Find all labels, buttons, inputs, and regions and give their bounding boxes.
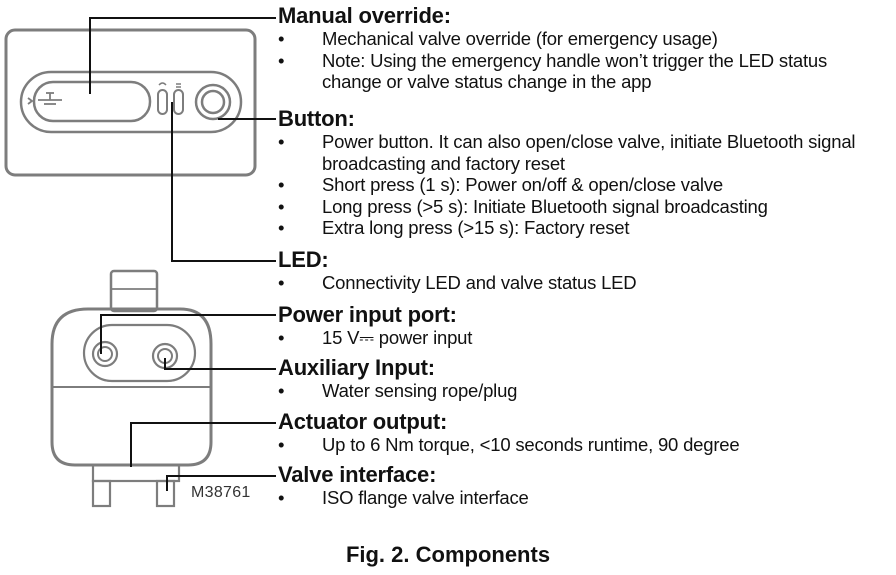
power-button[interactable] bbox=[194, 83, 232, 121]
leader-led bbox=[171, 102, 276, 262]
list-item: Short press (1 s): Power on/off & open/c… bbox=[278, 174, 896, 196]
led-indicator bbox=[157, 82, 184, 115]
list-item: Up to 6 Nm torque, <10 seconds runtime, … bbox=[278, 434, 878, 456]
top-connector bbox=[109, 269, 159, 313]
port-panel bbox=[82, 323, 197, 383]
actuator-output-bracket bbox=[91, 463, 181, 483]
leader-power-input bbox=[100, 314, 276, 354]
list-item: Mechanical valve override (for emergency… bbox=[278, 28, 878, 50]
heading-actuator-output: Actuator output: bbox=[278, 409, 448, 434]
leader-actuator-output bbox=[130, 422, 276, 467]
leader-valve-interface bbox=[166, 475, 276, 491]
section-power-input-port: Power input port: 15 V⎓ power input bbox=[278, 303, 878, 349]
heading-valve-interface: Valve interface: bbox=[278, 462, 437, 487]
section-button: Button: Power button. It can also open/c… bbox=[278, 107, 896, 239]
list-item: Connectivity LED and valve status LED bbox=[278, 272, 878, 294]
heading-manual-override: Manual override: bbox=[278, 3, 451, 28]
leader-lines bbox=[89, 17, 276, 491]
list-auxiliary-input: Water sensing rope/plug bbox=[278, 380, 878, 402]
list-item: ISO flange valve interface bbox=[278, 487, 878, 509]
power-button-inner bbox=[200, 89, 226, 115]
list-power-input-port: 15 V⎓ power input bbox=[278, 327, 878, 349]
control-panel bbox=[19, 70, 243, 134]
figure-caption: Fig. 2. Components bbox=[345, 542, 551, 567]
valve-interface-leg-right bbox=[155, 479, 176, 508]
list-button: Power button. It can also open/close val… bbox=[278, 131, 896, 239]
list-led: Connectivity LED and valve status LED bbox=[278, 272, 878, 294]
list-item: Water sensing rope/plug bbox=[278, 380, 878, 402]
section-actuator-output: Actuator output: Up to 6 Nm torque, <10 … bbox=[278, 410, 878, 456]
model-code: M38761 bbox=[191, 484, 251, 501]
heading-auxiliary-input: Auxiliary Input: bbox=[278, 355, 435, 380]
section-led: LED: Connectivity LED and valve status L… bbox=[278, 248, 878, 294]
manual-override-slot bbox=[32, 80, 152, 123]
device-front-outline bbox=[50, 307, 213, 467]
section-manual-override: Manual override: Mechanical valve overri… bbox=[278, 4, 878, 93]
valve-symbol-icon bbox=[27, 92, 62, 105]
list-item: Note: Using the emergency handle won’t t… bbox=[278, 50, 878, 93]
device-top-outline bbox=[4, 28, 257, 177]
list-valve-interface: ISO flange valve interface bbox=[278, 487, 878, 509]
list-item: 15 V⎓ power input bbox=[278, 327, 878, 349]
section-valve-interface: Valve interface: ISO flange valve interf… bbox=[278, 463, 878, 509]
valve-interface-leg-left bbox=[91, 479, 112, 508]
list-item: Long press (>5 s): Initiate Bluetooth si… bbox=[278, 196, 896, 218]
power-input-port bbox=[91, 340, 119, 368]
device-front-view bbox=[50, 269, 213, 508]
device-top-view bbox=[4, 28, 257, 177]
heading-power-input-port: Power input port: bbox=[278, 302, 457, 327]
heading-button: Button: bbox=[278, 106, 355, 131]
list-actuator-output: Up to 6 Nm torque, <10 seconds runtime, … bbox=[278, 434, 878, 456]
leader-manual-override bbox=[89, 17, 276, 94]
leader-auxiliary-input bbox=[164, 358, 276, 370]
list-item: Power button. It can also open/close val… bbox=[278, 131, 896, 174]
list-item: Extra long press (>15 s): Factory reset bbox=[278, 217, 896, 239]
heading-led: LED: bbox=[278, 247, 329, 272]
list-manual-override: Mechanical valve override (for emergency… bbox=[278, 28, 878, 93]
section-auxiliary-input: Auxiliary Input: Water sensing rope/plug bbox=[278, 356, 878, 402]
